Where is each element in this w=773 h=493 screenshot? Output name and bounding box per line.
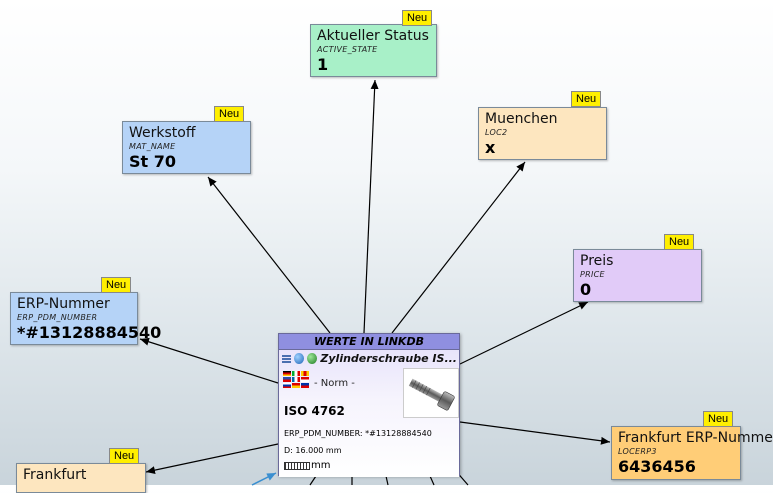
product-name: Zylinderschraube IS... <box>320 352 457 365</box>
edge-preis <box>459 301 589 365</box>
node-aktueller-status[interactable]: Aktueller Status ACTIVE_STATE 1 <box>310 24 437 77</box>
node-label: Preis <box>580 253 614 269</box>
edge-down-4 <box>429 475 435 486</box>
norm-label: - Norm - <box>314 378 355 389</box>
edge-frankfurt-erp <box>459 421 611 445</box>
edge-werkstoff <box>207 176 331 334</box>
node-label: Muenchen <box>485 111 558 127</box>
card-header: WERTE IN LINKDB <box>279 334 459 350</box>
node-value: *#13128884540 <box>17 323 162 342</box>
node-value: x <box>485 138 496 157</box>
edge-status <box>363 79 379 334</box>
node-frankfurt-erp[interactable]: Frankfurt ERP-Numme LOCERP3 6436456 <box>611 426 773 480</box>
node-label: Werkstoff <box>129 125 196 141</box>
catalog-circle-icon <box>307 353 318 364</box>
node-werkstoff[interactable]: Werkstoff MAT_NAME St 70 <box>122 121 251 174</box>
node-key: MAT_NAME <box>129 142 176 151</box>
node-preis[interactable]: Preis PRICE 0 <box>573 249 702 302</box>
edge-muenchen <box>391 161 526 334</box>
node-key: PRICE <box>580 270 605 279</box>
node-value: 0 <box>580 280 592 299</box>
node-muenchen[interactable]: Muenchen LOC2 x <box>478 107 607 160</box>
edge-down-1 <box>309 475 317 486</box>
node-frankfurt[interactable]: Frankfurt <box>16 463 146 493</box>
edge-down-3 <box>385 475 389 486</box>
node-label: Frankfurt ERP-Numme <box>618 430 773 446</box>
ruler-icon <box>284 461 310 470</box>
node-value: 6436456 <box>618 457 696 476</box>
new-badge: Neu <box>703 411 734 427</box>
node-key: ACTIVE_STATE <box>317 45 378 54</box>
unit-row: mm <box>284 460 330 471</box>
product-row[interactable]: Zylinderschraube IS... <box>282 352 457 365</box>
center-product-card[interactable]: WERTE IN LINKDB Zylinderschraube IS... -… <box>278 333 460 477</box>
s-circle-icon <box>294 353 305 364</box>
new-badge: Neu <box>214 106 245 122</box>
edge-blue <box>251 472 277 486</box>
new-badge: Neu <box>109 448 140 464</box>
node-value: 1 <box>317 55 329 74</box>
node-key: LOC2 <box>485 128 508 137</box>
node-erp-nummer[interactable]: ERP-Nummer ERP_PDM_NUMBER *#13128884540 <box>10 292 162 345</box>
new-badge: Neu <box>664 234 695 250</box>
new-badge: Neu <box>571 91 602 107</box>
new-badge: Neu <box>101 277 132 293</box>
erp-line: ERP_PDM_NUMBER: *#13128884540 <box>284 429 432 438</box>
unit-label: mm <box>311 460 331 471</box>
node-label: Frankfurt <box>23 467 87 483</box>
node-label: Aktueller Status <box>317 28 429 44</box>
dimension-line: D: 16.000 mm <box>284 446 342 455</box>
node-key: ERP_PDM_NUMBER <box>17 313 98 322</box>
edge-erp <box>139 337 279 384</box>
new-badge: Neu <box>402 10 433 26</box>
edge-frankfurt <box>145 443 279 475</box>
node-value: St 70 <box>129 152 177 171</box>
product-image <box>403 368 459 418</box>
iso-label: ISO 4762 <box>284 404 345 418</box>
menu-icon[interactable] <box>282 354 292 363</box>
flags-icon <box>283 371 309 388</box>
node-label: ERP-Nummer <box>17 296 110 312</box>
card-body: Zylinderschraube IS... - Norm - <box>279 350 459 477</box>
node-key: LOCERP3 <box>618 447 657 456</box>
